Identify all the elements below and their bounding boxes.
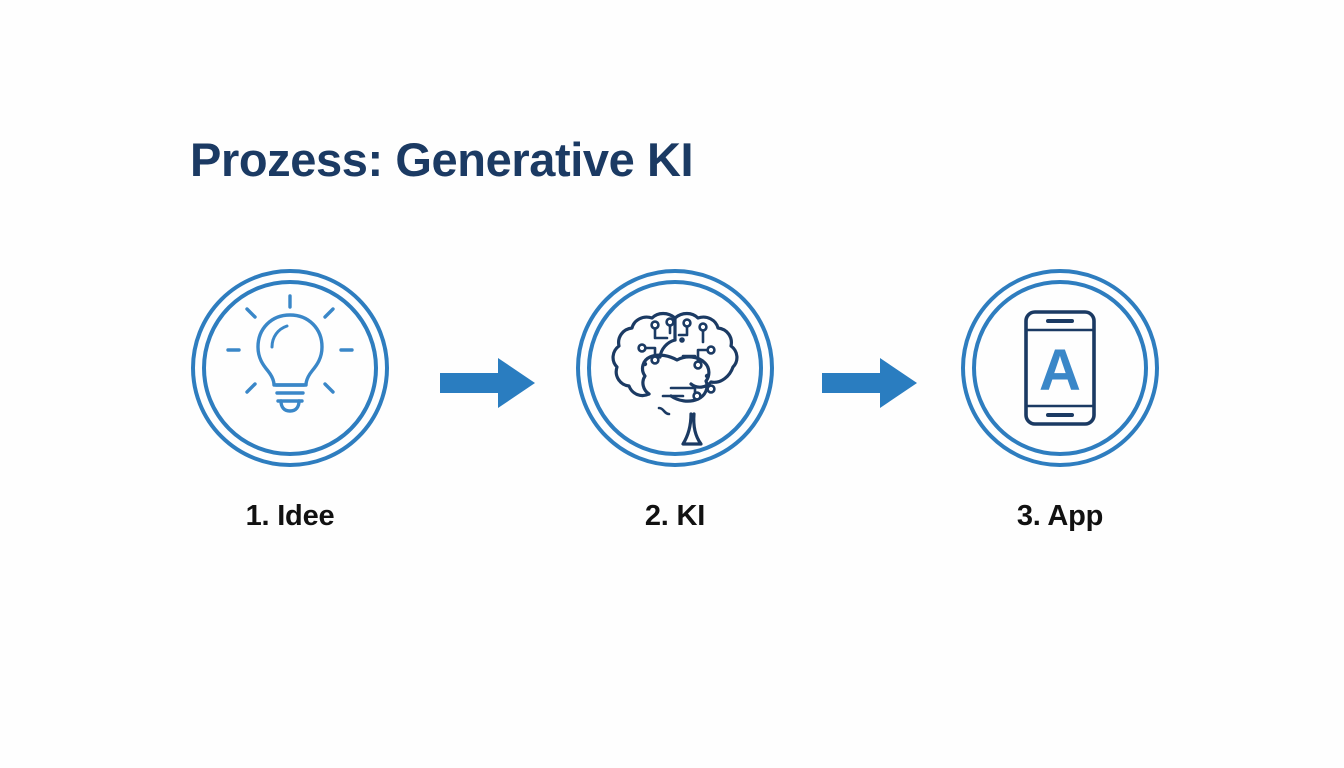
lightbulb-icon xyxy=(226,294,354,413)
process-step-ki[interactable]: 2. KI xyxy=(565,262,785,562)
smartphone-app-icon: A xyxy=(1024,310,1096,426)
process-step-idee[interactable]: 1. Idee xyxy=(180,262,400,562)
brain-circuit-traces xyxy=(643,323,710,416)
double-ring xyxy=(576,269,774,467)
double-ring xyxy=(961,269,1159,467)
step-label-ki: 2. KI xyxy=(644,500,706,532)
page-title: Prozess: Generative KI xyxy=(190,133,694,186)
brain-circuit-icon xyxy=(611,311,739,446)
connector-arrow-1 xyxy=(440,354,535,412)
lightbulb-rays xyxy=(226,294,354,394)
arrow-right-icon xyxy=(440,358,535,408)
brain-circuit-dots xyxy=(642,337,710,379)
process-step-app[interactable]: A 3. App xyxy=(950,262,1170,562)
connector-arrow-2 xyxy=(822,354,917,412)
step-label-app: 3. App xyxy=(1016,500,1104,532)
process-flow: 1. Idee xyxy=(0,262,1344,562)
step-icon-circle-ki xyxy=(575,268,775,468)
step-icon-circle-app: A xyxy=(960,268,1160,468)
brain-circuit-nodes xyxy=(637,317,716,401)
double-ring xyxy=(191,269,389,467)
arrow-right-icon xyxy=(822,358,917,408)
step-icon-circle-idee xyxy=(190,268,390,468)
phone-screen-letter: A xyxy=(1039,338,1081,403)
step-label-idee: 1. Idee xyxy=(245,500,335,532)
